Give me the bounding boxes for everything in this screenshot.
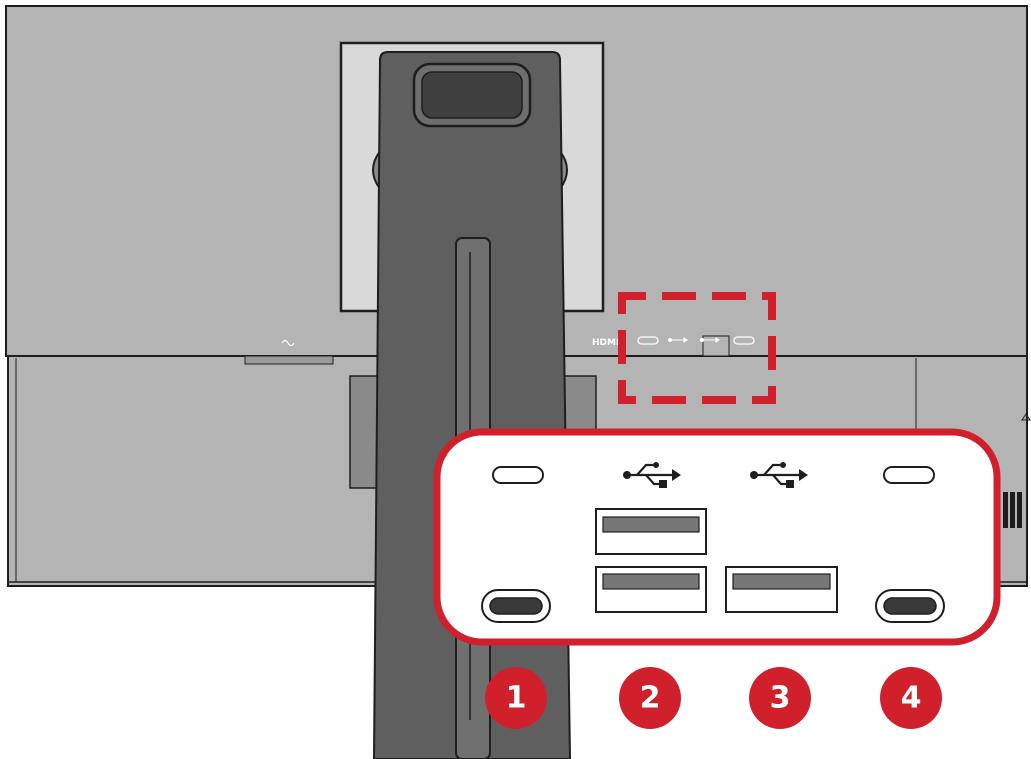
callout-number-4-label: 4 [901, 681, 922, 716]
stand-neck [372, 51, 572, 759]
power-symbol-icon [281, 339, 295, 347]
joystick-notch [702, 335, 730, 357]
usb-c-port-icon [492, 466, 544, 484]
vent-grille [1003, 413, 1031, 528]
callout-number-3: 3 [749, 667, 811, 729]
usb-icon [623, 462, 681, 488]
port-2-group [595, 462, 707, 613]
rear-usb-c-port-2 [733, 336, 755, 345]
callout-number-3-label: 3 [770, 681, 791, 716]
port-1-group [481, 466, 551, 623]
callout-number-2: 2 [619, 667, 681, 729]
port-3-group [725, 462, 838, 613]
callout-number-1: 1 [485, 667, 547, 729]
usb-icon [750, 462, 808, 488]
power-button-slot [244, 355, 334, 365]
zoom-callout-panel [433, 428, 1001, 646]
rear-usb-icon-2 [700, 337, 720, 343]
highlight-dashed-box [618, 292, 776, 404]
hdmi-label: HDMI [592, 338, 619, 348]
callout-number-1-label: 1 [506, 681, 527, 716]
rear-port-row: HDMI [592, 336, 755, 348]
port-4-group [875, 466, 945, 623]
callout-number-2-label: 2 [640, 681, 661, 716]
usb-c-port-icon [883, 466, 935, 484]
callout-number-4: 4 [880, 667, 942, 729]
rear-usb-c-port-1 [637, 336, 659, 345]
rear-usb-icon-1 [668, 337, 688, 343]
